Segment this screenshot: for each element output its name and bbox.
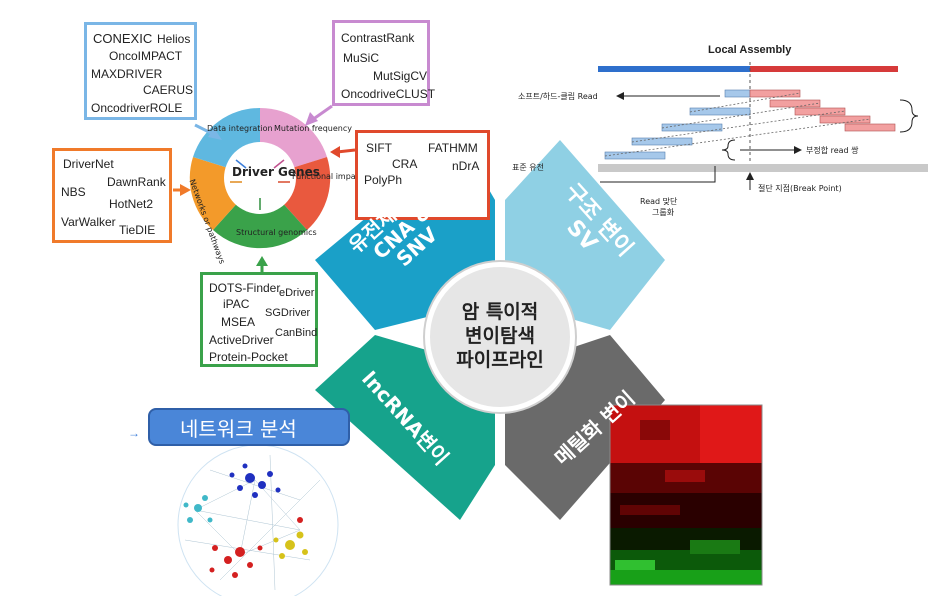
- tool-box-structural-genomics: DOTS-Finder eDriver iPAC SGDriver MSEA C…: [200, 272, 318, 367]
- tool-label: OncodriverROLE: [91, 101, 183, 115]
- tool-label: VarWalker: [61, 215, 116, 229]
- tool-label: DriverNet: [63, 157, 114, 171]
- wheel-label-functional: Functional impact: [292, 172, 364, 181]
- tool-label: CONEXIC: [93, 31, 153, 46]
- tool-label: NBS: [61, 185, 86, 199]
- wheel-label-structural: Structural genomics: [236, 228, 317, 237]
- network-analysis-button[interactable]: 네트워크 분석: [148, 408, 350, 446]
- pipeline-center[interactable]: 암 특이적 변이탐색 파이프라인: [425, 262, 575, 412]
- tool-label: OncodriveCLUST: [341, 87, 436, 101]
- assembly-soft-clip-label: 소프트/하드-클립 Read: [518, 92, 598, 101]
- tool-label: DawnRank: [107, 175, 166, 189]
- tool-label: ContrastRank: [341, 31, 415, 45]
- tool-label: CAERUS: [143, 83, 194, 97]
- assembly-title: Local Assembly: [708, 44, 792, 56]
- assembly-break-point-label: 절단 지점(Break Point): [758, 184, 842, 193]
- tool-label: HotNet2: [109, 197, 154, 211]
- wheel-label-mutation: Mutation frequency: [274, 124, 353, 133]
- tool-box-mutation-frequency: ContrastRank MuSiC MutSigCV OncodriveCLU…: [332, 20, 435, 106]
- tool-box-networks: DriverNet DawnRank NBS HotNet2 VarWalker…: [52, 148, 172, 243]
- center-line3: 파이프라인: [456, 348, 544, 371]
- center-line1: 암 특이적: [461, 301, 539, 324]
- tool-label: MAXDRIVER: [91, 67, 163, 81]
- tool-label: DOTS-Finder: [209, 281, 281, 295]
- tool-label: SIFT: [366, 141, 392, 155]
- tool-label: MSEA: [221, 315, 256, 329]
- wheel-arrows: [173, 104, 356, 272]
- assembly-reference-label: 표준 유전: [512, 163, 544, 172]
- wheel-center-label: Driver Genes: [232, 165, 320, 179]
- local-assembly-diagram: [598, 62, 928, 190]
- center-line2: 변이탐색: [465, 325, 535, 348]
- tool-label: FATHMM: [428, 141, 478, 155]
- tool-label: PolyPh: [364, 173, 403, 187]
- arrow-right-icon: →: [128, 426, 140, 440]
- tool-label: iPAC: [223, 297, 250, 311]
- tool-label: eDriver: [279, 287, 315, 299]
- tool-label: MutSigCV: [373, 69, 428, 83]
- tool-label: Protein-Pocket: [209, 350, 288, 364]
- assembly-grouping-label: 그룹화: [652, 208, 675, 217]
- tool-box-functional-impact: SIFT FATHMM CRA PolyPh nDrA: [355, 130, 490, 220]
- tool-label: MuSiC: [343, 51, 380, 65]
- wheel-center-disc: [224, 142, 296, 214]
- network-graph: [177, 444, 339, 596]
- tool-label: CanBind: [275, 327, 318, 339]
- methylation-heatmap: [609, 404, 763, 586]
- assembly-read-group-label: Read 맞단: [640, 197, 678, 206]
- tool-label: CRA: [392, 157, 418, 171]
- tool-label: ActiveDriver: [209, 333, 274, 347]
- tool-label: Helios: [157, 32, 191, 46]
- assembly-mismatch-label: 부정합 read 쌍: [806, 146, 859, 155]
- tool-label: nDrA: [452, 159, 480, 173]
- wheel-label-data: Data integration: [207, 124, 273, 133]
- tool-box-data-integration: CONEXIC Helios OncoIMPACT MAXDRIVER CAER…: [84, 22, 197, 120]
- tool-label: SGDriver: [265, 307, 311, 319]
- tool-label: TieDIE: [119, 223, 156, 237]
- driver-wheel: [189, 107, 331, 249]
- tool-label: OncoIMPACT: [109, 49, 183, 63]
